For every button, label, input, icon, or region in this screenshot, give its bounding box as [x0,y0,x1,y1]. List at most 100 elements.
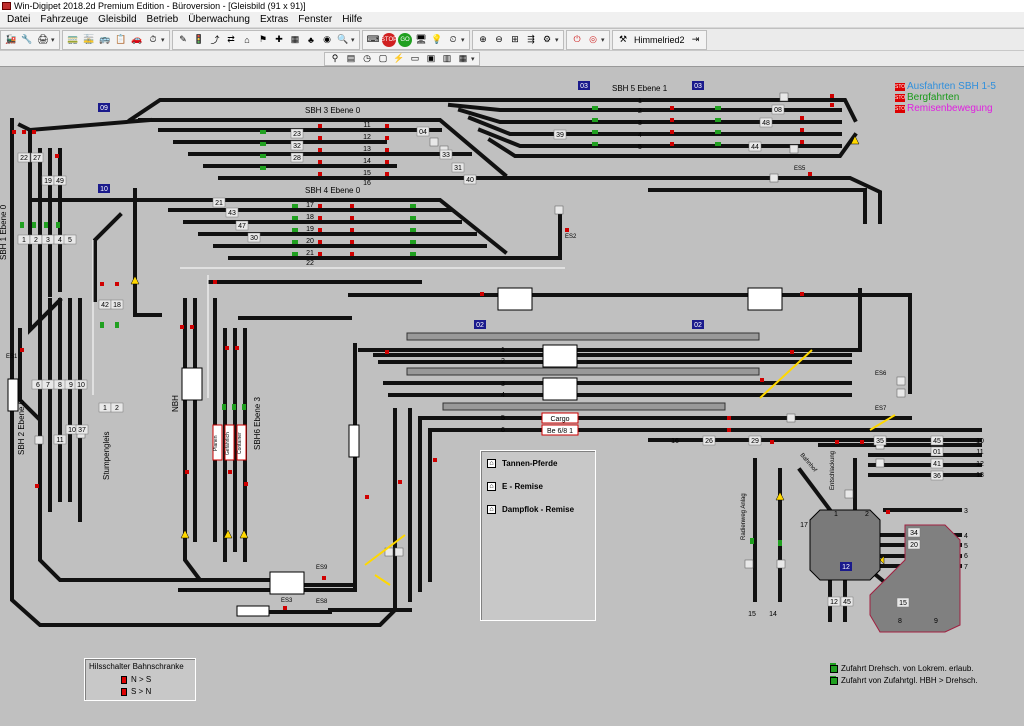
flag-icon[interactable]: ⚑ [258,34,268,44]
loco-control-icon[interactable]: 🚂 [5,34,17,44]
sbh6-box[interactable] [212,424,223,461]
turnout-icon[interactable]: ⤴ [210,35,220,45]
monitor-icon[interactable]: 🖥 [415,34,427,44]
sbh6-box[interactable] [224,424,235,461]
dropdown-arrow-icon[interactable]: ▾ [161,36,165,44]
loco-number-box[interactable] [451,162,465,173]
track-layout-svg[interactable]: Cargo Be 6/8 1 [0,67,1024,723]
cargo-train[interactable] [541,412,579,424]
legend-access-item[interactable]: Zufahrt von Zufahrtgl. HBH > Drehsch. [830,675,978,687]
block-markers[interactable]: 09 10 03 03 02 02 12 [98,81,852,571]
dropdown-arrow-icon[interactable]: ▾ [471,55,475,63]
loco-number-box[interactable] [771,104,785,115]
profile-label[interactable]: Himmelried2 [634,34,685,45]
loco-number-box[interactable] [247,232,261,243]
train-block[interactable] [497,287,533,311]
print-icon[interactable]: 🖨 [37,34,49,44]
legend-remisen-item[interactable]: ⌂ Tannen-Pferde [487,459,557,468]
train-block[interactable] [236,605,270,617]
be68-train[interactable] [541,424,579,436]
legend-remisen-item[interactable]: ⌂ E - Remise [487,482,543,491]
panel-icon[interactable]: ▭ [410,53,420,63]
loco-number-box[interactable] [74,379,88,390]
sbh6-box[interactable] [236,424,247,461]
grid-icon[interactable]: ▦ [290,34,300,44]
menu-datei[interactable]: Datei [7,13,31,25]
loco-number-box[interactable] [907,527,921,538]
train-block[interactable] [181,367,203,401]
automation-icon[interactable]: ⚙ [542,34,552,44]
loco-number-box[interactable] [53,434,67,445]
binoculars-icon[interactable]: ⚲ [331,53,339,63]
train-block[interactable] [348,424,360,458]
loco-number-box[interactable] [53,175,67,186]
train-block[interactable] [542,377,578,401]
loco-number-box[interactable] [110,299,124,310]
loco-number-box[interactable] [840,596,854,607]
loco-number-box[interactable] [225,207,239,218]
legend-route-item[interactable]: STO Remisenbewegung [895,103,993,114]
timetable-icon[interactable]: ⏲ [449,34,457,44]
legend-hilfsschalter-item[interactable]: N > S [121,675,151,684]
routes-icon[interactable]: ⇶ [527,34,535,44]
loco-number-box[interactable] [110,402,124,413]
loco-number-box[interactable] [930,446,944,457]
train-block[interactable] [747,287,783,311]
contact-icon[interactable]: ◉ [323,34,331,44]
dropdown-arrow-icon[interactable]: ▾ [461,36,465,44]
emergency-stop-icon[interactable]: ⏻ [573,34,581,44]
signal-icon[interactable]: 🚦 [193,34,205,44]
legend-access-item[interactable]: Zufahrt Drehsch. von Lokrem. erlaub. [830,663,978,675]
loco-number-box[interactable] [553,129,567,140]
loco-number-box[interactable] [17,152,31,163]
speed-icon[interactable]: ⏱ [149,34,157,44]
switchboard-icon[interactable]: ⌨ [366,34,380,44]
loco-number-box[interactable] [212,197,226,208]
loco-number-box[interactable] [759,117,773,128]
search-icon[interactable]: 🔍 [337,34,349,44]
crossing-icon[interactable]: ✚ [275,34,283,44]
loco-number-box[interactable] [416,126,430,137]
wagon-icon[interactable]: 🚌 [99,34,111,44]
train-block[interactable] [269,571,305,595]
dropdown-arrow-icon[interactable]: ▾ [555,36,559,44]
loco-number-box[interactable] [930,458,944,469]
flash-icon[interactable]: ⚡ [393,53,405,63]
table-icon[interactable]: ▤ [346,53,356,63]
clock-icon[interactable]: ◷ [363,53,371,63]
loco-number-box[interactable] [235,220,249,231]
loco-number-box[interactable] [75,424,89,435]
wrench-icon[interactable]: 🔧 [21,34,33,44]
zoom-out-icon[interactable]: ⊖ [495,34,503,44]
dropdown-arrow-icon[interactable]: ▾ [351,36,355,44]
loco-number-box[interactable] [63,234,77,245]
train-block[interactable] [7,378,19,412]
loco-number-box[interactable] [896,597,910,608]
loco-number-box[interactable] [873,435,887,446]
layout-icon[interactable]: ⊞ [511,34,519,44]
loco-number-box[interactable] [907,539,921,550]
loco-number-box[interactable] [290,152,304,163]
power-icon[interactable]: ◎ [589,34,597,44]
menu-fenster[interactable]: Fenster [298,13,333,25]
wagon-list-icon[interactable]: ▦ [458,53,468,63]
loco-number-box[interactable] [290,128,304,139]
loco-number-box[interactable] [827,596,841,607]
loco-number-box[interactable] [930,435,944,446]
locomotive-shed[interactable] [869,524,961,633]
page-icon[interactable]: ▢ [378,53,388,63]
loco-number-box[interactable] [702,435,716,446]
tools-icon[interactable]: ⚒ [618,34,628,44]
stop-button[interactable]: STOP [381,32,397,47]
menu-fahrzeuge[interactable]: Fahrzeuge [40,13,89,25]
home-icon[interactable]: ⌂ [244,34,250,45]
chart-icon[interactable]: ▥ [442,53,452,63]
track-diagram[interactable]: Cargo Be 6/8 1 [0,67,1024,723]
dropdown-arrow-icon[interactable]: ▾ [601,36,605,44]
train-block[interactable] [542,344,578,368]
loco-number-box[interactable] [439,149,453,160]
exit-icon[interactable]: ⇥ [691,34,700,44]
legend-route-item[interactable]: STO Ausfahrten SBH 1-5 [895,81,996,92]
go-button[interactable]: GO [398,32,412,47]
signals[interactable] [12,94,890,682]
